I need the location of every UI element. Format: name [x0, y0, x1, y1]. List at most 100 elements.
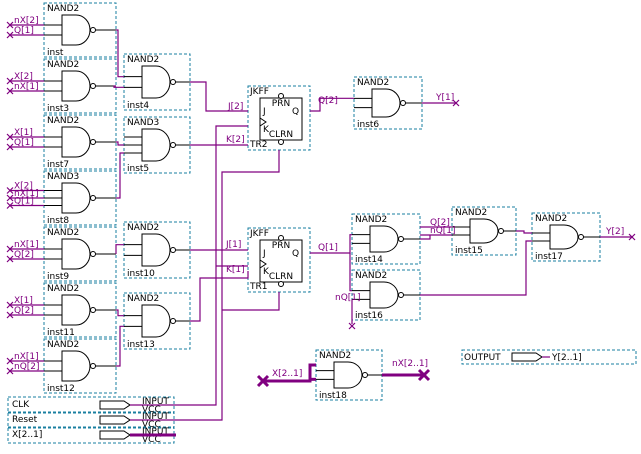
bus-pin-out [417, 368, 431, 382]
k-label: K [263, 267, 270, 277]
input-label-inst15-0: Q[2] [430, 218, 450, 228]
pin-nq1 [348, 322, 356, 330]
q-label: Q [292, 107, 299, 117]
net-wire [113, 85, 124, 88]
gate-type-label: NAND2 [47, 284, 79, 294]
gate-frame [43, 226, 117, 282]
input-symbol [99, 415, 131, 425]
input-label-inst9-1: Q[2] [14, 250, 34, 260]
gate-frame [123, 53, 191, 111]
ff-body [259, 97, 303, 141]
inverter-bubble [90, 139, 96, 145]
gate-instance-label: inst18 [319, 391, 347, 401]
input-pin-x [6, 255, 14, 263]
reset-wire-tr1 [222, 292, 280, 311]
output-bus-label: Y[2..1] [551, 353, 582, 363]
gate-instance-label: inst14 [355, 255, 383, 265]
k-label: K [263, 125, 270, 135]
gate-instance-label: inst10 [127, 269, 155, 279]
input-frame [7, 426, 175, 444]
output-word: OUTPUT [464, 353, 501, 363]
input-pin-x [6, 367, 14, 375]
nand-body [61, 70, 91, 102]
net-wire [116, 29, 124, 78]
gate-frame [43, 282, 117, 338]
input-pin-x [6, 245, 14, 253]
input-label-inst8-0: X[2] [14, 182, 33, 192]
inverter-bubble [90, 251, 96, 257]
net-wire [115, 244, 124, 254]
gate-type-label: NAND2 [127, 223, 159, 233]
ff-instance-label: TR1 [249, 282, 267, 292]
clrn-label: CLRN [269, 272, 293, 282]
net-q2 [310, 97, 354, 112]
net-j2 [190, 81, 248, 112]
gate-type-label: NAND2 [127, 294, 159, 304]
prn-bubble [278, 235, 284, 241]
gate-type-label: NAND2 [47, 4, 79, 14]
input-name-reset: Reset [12, 415, 38, 425]
input-word: INPUT [142, 397, 169, 407]
ff-body [259, 239, 303, 283]
gate-frame [123, 221, 191, 279]
inverter-bubble [498, 228, 504, 234]
nand-body [141, 304, 171, 338]
ff-type-label: JKFF [249, 87, 269, 97]
input-pin-x [6, 77, 14, 85]
inverter-bubble [90, 363, 96, 369]
input-label-inst12-1: nQ[2] [14, 362, 40, 372]
nand-body [61, 294, 91, 326]
prn-label: PRN [272, 99, 290, 109]
nand-body [61, 238, 91, 270]
gate-type-label: NAND3 [47, 172, 79, 182]
gate-instance-label: inst16 [355, 311, 383, 321]
inverter-bubble [398, 292, 404, 298]
gate-type-label: NAND2 [355, 215, 387, 225]
input-label-inst3-1: nX[1] [14, 82, 39, 92]
gate-type-label: NAND2 [535, 214, 567, 224]
inverter-bubble [170, 318, 176, 324]
vcc-word: VCC [142, 420, 161, 430]
output-block: OUTPUT Y[2..1] [461, 349, 637, 365]
clrn-bubble [278, 139, 284, 145]
input-label-inst9-0: nX[1] [14, 240, 39, 250]
inverter-bubble [90, 307, 96, 313]
input-label-inst15-1: nQ[1] [430, 226, 456, 236]
input-label-inst12-0: nX[1] [14, 352, 39, 362]
input-label-inst8-1: nX[1] [14, 189, 39, 199]
input-pin-x [6, 311, 14, 319]
input-label-inst11-0: X[1] [14, 296, 33, 306]
gate-inst10: NAND2 inst10 [123, 221, 191, 279]
output-frame [461, 349, 637, 365]
inverter-bubble [90, 83, 96, 89]
input-label-inst-1: Q[1] [14, 26, 34, 36]
input-label-inst11-1: Q[2] [14, 306, 34, 316]
inverter-bubble [170, 142, 176, 148]
nand-body [549, 224, 579, 250]
ff-instance-label: TR2 [249, 140, 267, 150]
input-pin-x [6, 202, 14, 209]
nand-body [141, 233, 171, 267]
net-label-nq1-pin: nQ[1] [335, 293, 361, 303]
clock-triangle [259, 259, 267, 269]
nand-body [333, 361, 363, 389]
clrn-bubble [278, 281, 284, 287]
input-frame [7, 411, 175, 429]
gate-instance-label: inst11 [47, 328, 75, 338]
inverter-bubble [578, 234, 584, 240]
nand-body [61, 182, 91, 214]
gate-inst14: NAND2 inst14 [351, 213, 421, 265]
net-label-j1: J[1] [225, 240, 241, 250]
